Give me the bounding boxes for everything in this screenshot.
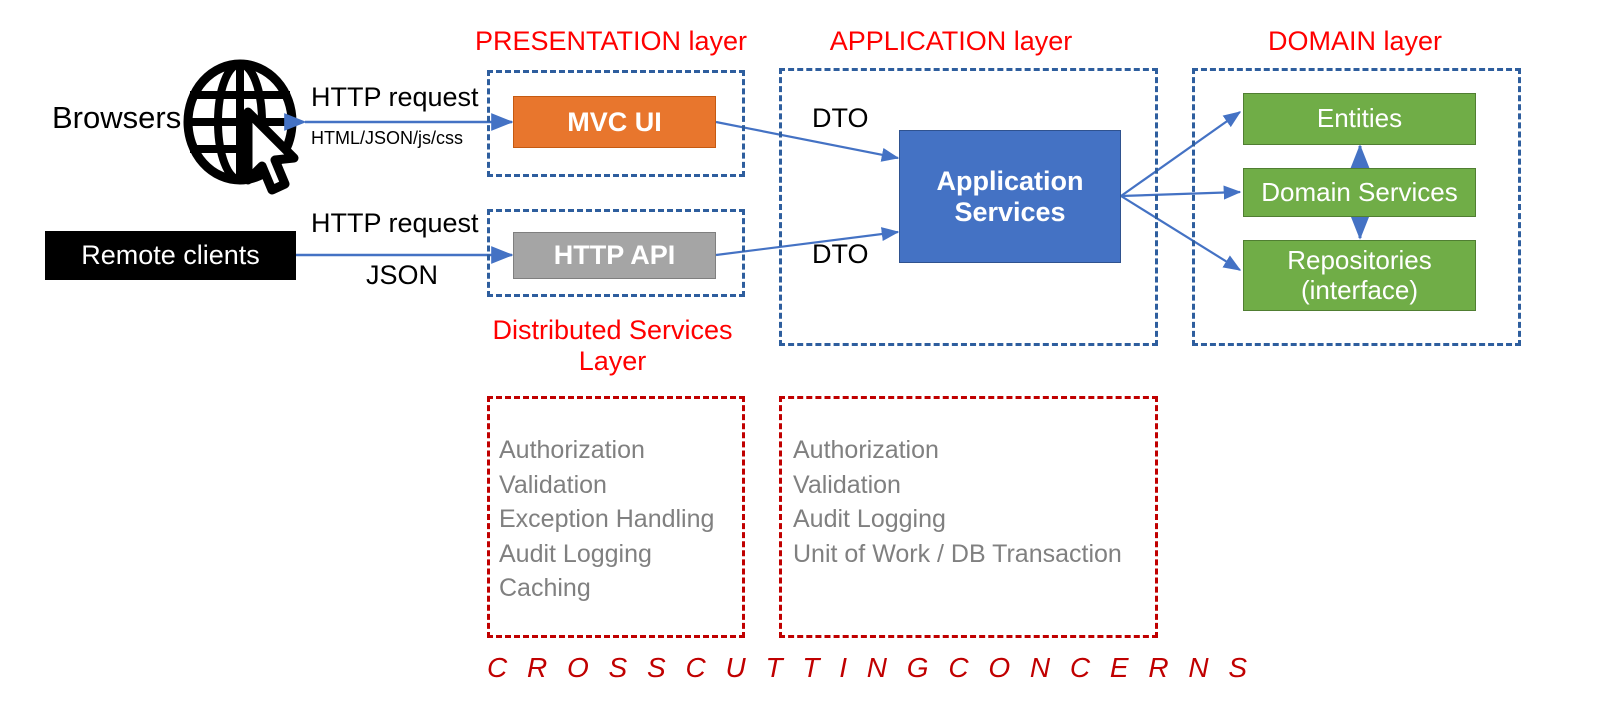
crosscut-item: Exception Handling — [499, 505, 715, 533]
crosscut-item: Unit of Work / DB Transaction — [793, 539, 1122, 568]
repositories-line1: Repositories — [1287, 245, 1432, 276]
crosscut-item: Validation — [499, 470, 607, 499]
domain-layer-caption: DOMAIN layer — [1267, 26, 1443, 56]
browsers-label: Browsers — [52, 100, 182, 135]
presentation-layer-api-container — [487, 209, 745, 297]
application-services-line2: Services — [954, 196, 1066, 227]
http-api-box[interactable]: HTTP API — [513, 232, 716, 279]
presentation-crosscutting-box — [487, 396, 745, 638]
crosscut-item: Authorization — [499, 436, 645, 464]
browser-request-label: HTTP request — [311, 82, 479, 112]
cross-cutting-concerns-banner: C R O S S C U T T I N G C O N C E R N S — [487, 652, 1254, 683]
client-request-label: HTTP request — [311, 208, 479, 238]
presentation-layer-mvc-container — [487, 70, 745, 177]
crosscut-item: Validation — [793, 470, 901, 499]
mvc-ui-box[interactable]: MVC UI — [513, 96, 716, 148]
application-services-line1: Application — [936, 166, 1084, 197]
crosscut-item: Authorization — [793, 436, 939, 464]
domain-layer-container — [1192, 68, 1521, 346]
application-layer-caption: APPLICATION layer — [829, 26, 1073, 56]
dto-top-label: DTO — [812, 103, 869, 133]
crosscut-item: Caching — [499, 574, 591, 602]
presentation-layer-caption: PRESENTATION layer — [474, 26, 748, 56]
crosscut-item: Audit Logging — [499, 539, 652, 568]
application-crosscutting-list: Authorization Validation Audit Logging U… — [793, 433, 1122, 571]
application-layer-container — [779, 68, 1158, 346]
remote-clients-box: Remote clients — [45, 231, 296, 280]
distributed-services-layer-caption: Distributed Services Layer — [480, 315, 745, 377]
crosscut-item: Audit Logging — [793, 505, 946, 533]
repositories-box[interactable]: Repositories (interface) — [1243, 240, 1476, 311]
application-services-box[interactable]: Application Services — [899, 130, 1121, 263]
entities-box[interactable]: Entities — [1243, 93, 1476, 145]
browser-response-label: HTML/JSON/js/css — [311, 128, 464, 148]
globe-cursor-icon — [183, 59, 299, 195]
client-response-label: JSON — [366, 260, 439, 290]
repositories-line2: (interface) — [1300, 274, 1419, 305]
dto-bottom-label: DTO — [812, 239, 869, 269]
distributed-services-caption-line2: Layer — [578, 346, 647, 377]
application-crosscutting-box — [779, 396, 1158, 638]
domain-services-box[interactable]: Domain Services — [1243, 168, 1476, 217]
distributed-services-caption-line1: Distributed Services — [492, 315, 733, 345]
presentation-crosscutting-list: Authorization Validation Exception Handl… — [499, 433, 714, 606]
